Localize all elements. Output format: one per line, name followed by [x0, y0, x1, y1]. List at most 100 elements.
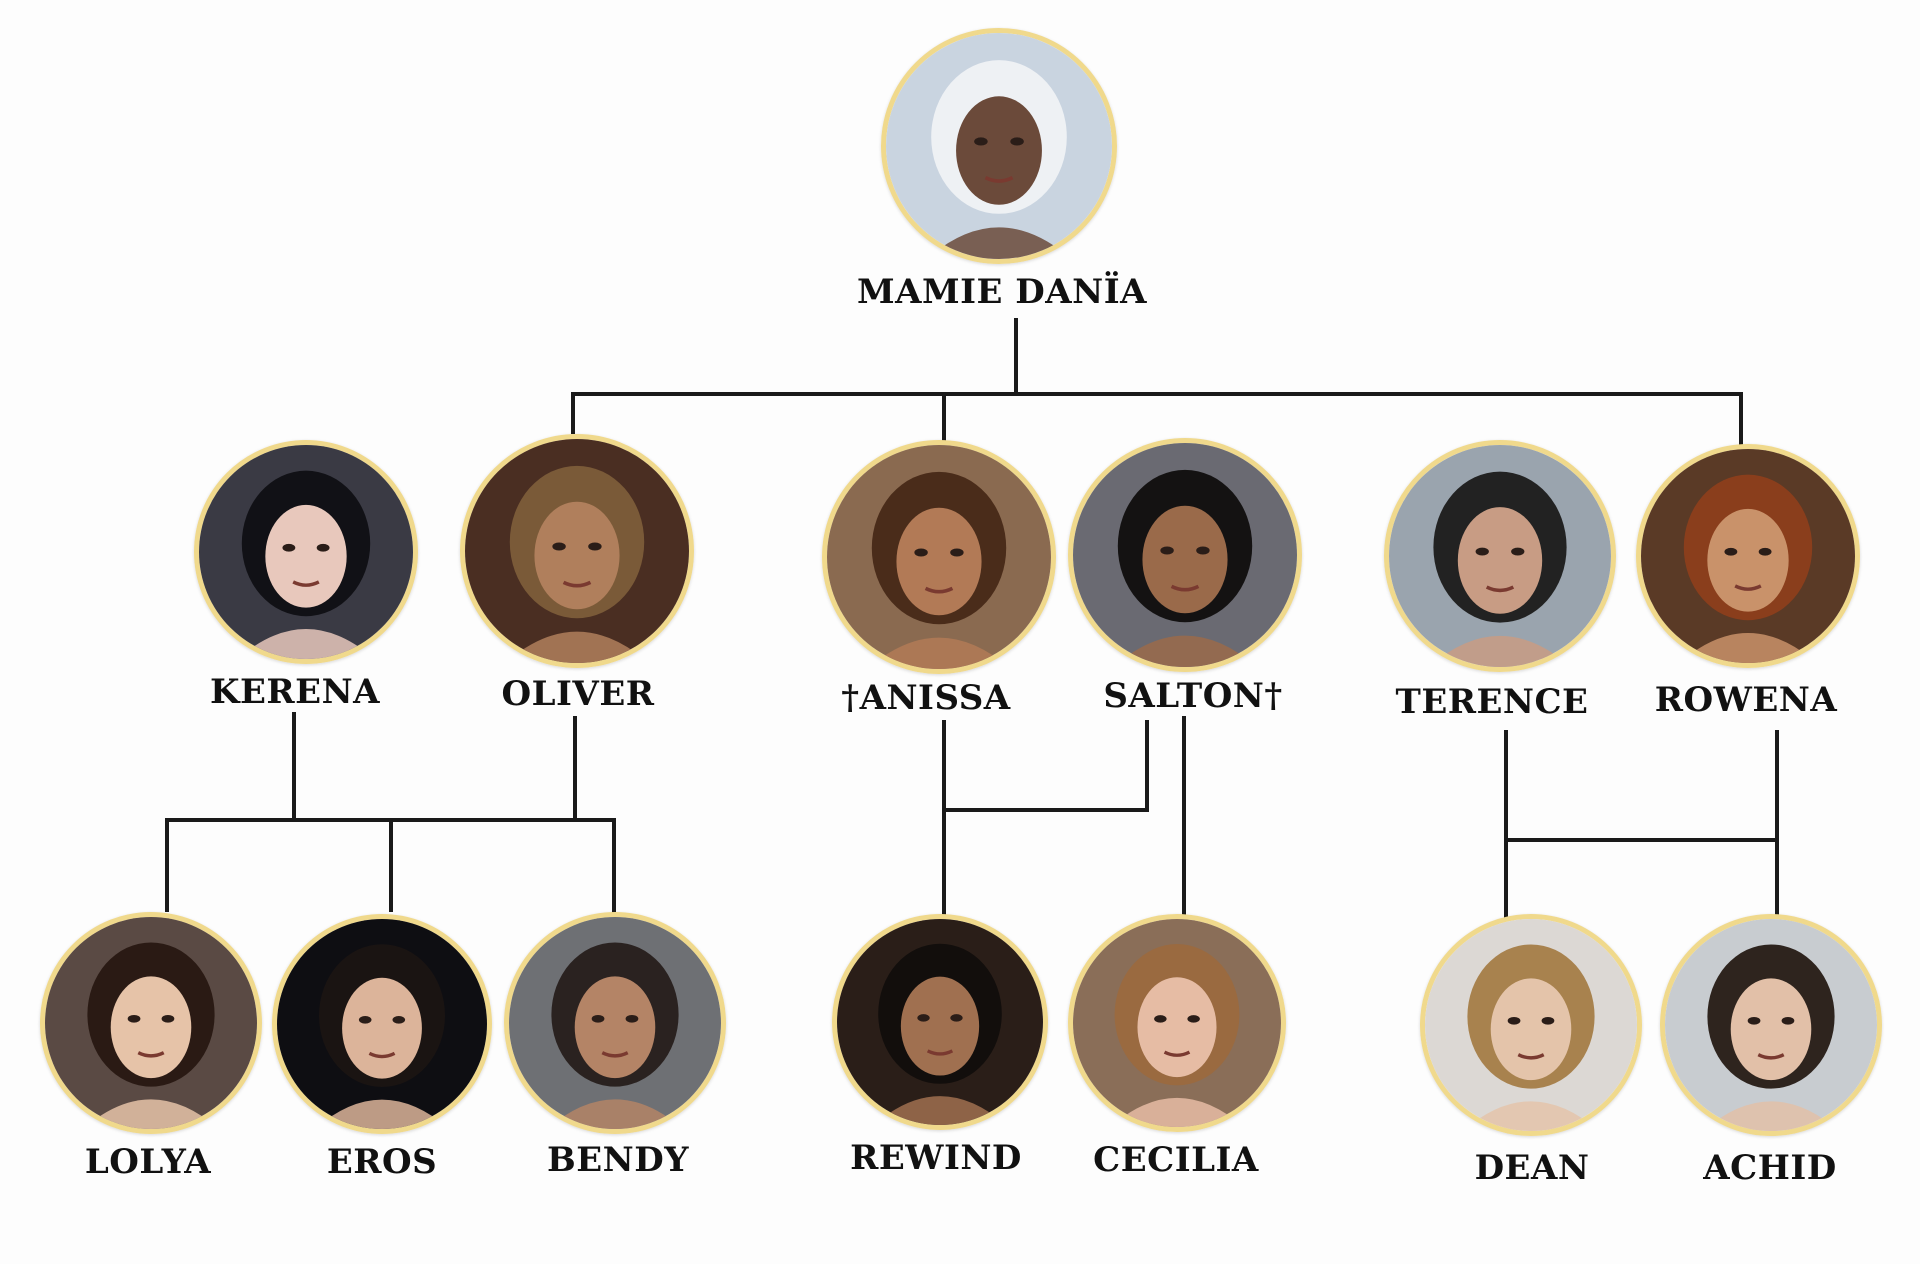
left-eye [1747, 1016, 1761, 1025]
right-eye [316, 543, 330, 552]
shoulders-shape [874, 1096, 1006, 1125]
shoulders-shape [926, 227, 1072, 259]
right-eye [1511, 547, 1525, 556]
right-eye [1758, 547, 1772, 556]
face-shape [1707, 508, 1789, 612]
left-eye [552, 542, 566, 551]
left-eye [282, 543, 296, 552]
name-oliver: OLIVER [501, 674, 655, 714]
shoulders-shape [1113, 635, 1257, 667]
face-shape [1142, 505, 1228, 614]
mouth-shape [1163, 1050, 1191, 1057]
shoulders-shape [547, 1099, 683, 1129]
right-eye [625, 1014, 639, 1023]
left-eye [1160, 546, 1174, 555]
right-eye [1187, 1015, 1200, 1023]
mouth-shape [1734, 584, 1762, 591]
portrait-dean [1420, 914, 1642, 1136]
right-eye [950, 1014, 963, 1022]
portrait-kerena [194, 440, 418, 664]
face-shape [1137, 977, 1217, 1078]
name-salton: SALTON† [1103, 676, 1283, 716]
mouth-shape [1170, 584, 1200, 592]
face-shape [1490, 978, 1572, 1081]
left-eye [974, 137, 988, 146]
right-eye [588, 542, 602, 551]
mouth-shape [562, 580, 592, 588]
portrait-achid [1660, 914, 1882, 1136]
shoulders-shape [1428, 635, 1572, 667]
deceased-mark: † [1264, 676, 1283, 716]
left-eye [914, 548, 928, 557]
name-mamie-dania: MAMIE DANÏA [856, 272, 1148, 312]
shoulders-shape [867, 637, 1011, 669]
portrait-eros [272, 914, 492, 1134]
shoulders-shape [1703, 1101, 1839, 1131]
shoulders-shape [1679, 633, 1817, 663]
left-eye [1507, 1016, 1521, 1025]
name-achid: ACHID [1703, 1148, 1837, 1188]
name-terence: TERENCE [1395, 682, 1589, 722]
mouth-shape [368, 1051, 396, 1059]
left-eye [1724, 547, 1738, 556]
name-lolya: LOLYA [84, 1142, 212, 1182]
right-eye [161, 1014, 175, 1023]
name-bendy: BENDY [547, 1140, 689, 1180]
deceased-mark: † [841, 678, 860, 718]
name-kerena: KERENA [209, 672, 381, 712]
right-eye [1781, 1016, 1795, 1025]
shoulders-shape [237, 629, 375, 659]
mouth-shape [601, 1051, 629, 1058]
face-shape [265, 504, 347, 608]
mouth-shape [926, 1049, 954, 1056]
shoulders-shape [1463, 1101, 1599, 1131]
face-shape [896, 507, 982, 616]
name-cecilia: CECILIA [1093, 1140, 1259, 1180]
name-rewind: REWIND [850, 1138, 1022, 1178]
portrait-bendy [504, 912, 726, 1134]
mouth-shape [1517, 1053, 1545, 1060]
shoulders-shape [505, 631, 649, 663]
shoulders-shape [83, 1099, 219, 1129]
mouth-shape [292, 580, 320, 587]
name-rowena: ROWENA [1654, 680, 1838, 720]
portrait-rowena [1636, 444, 1860, 668]
portrait-oliver [460, 434, 694, 668]
shoulders-shape [314, 1099, 450, 1129]
name-anissa: †ANISSA [841, 678, 1011, 718]
mouth-shape [1757, 1053, 1785, 1060]
mouth-shape [137, 1051, 165, 1058]
face-shape [574, 976, 656, 1079]
right-eye [1010, 137, 1024, 146]
mouth-shape [924, 586, 954, 594]
shoulders-shape [1110, 1097, 1244, 1127]
mouth-shape [984, 175, 1014, 183]
portrait-rewind [832, 914, 1048, 1130]
portrait-mamie-dania [881, 28, 1117, 264]
left-eye [1154, 1015, 1167, 1023]
face-shape [900, 976, 980, 1076]
name-eros: EROS [326, 1142, 438, 1182]
face-shape [342, 977, 422, 1079]
right-eye [950, 548, 964, 557]
face-shape [1457, 507, 1543, 614]
right-eye [1196, 546, 1210, 555]
portrait-anissa [822, 440, 1056, 674]
name-dean: DEAN [1474, 1148, 1590, 1188]
portrait-lolya [40, 912, 262, 1134]
right-eye [392, 1016, 406, 1024]
portrait-cecilia [1068, 914, 1286, 1132]
right-eye [1541, 1016, 1555, 1025]
left-eye [358, 1016, 372, 1024]
portrait-terence [1384, 440, 1616, 672]
left-eye [127, 1014, 141, 1023]
mouth-shape [1485, 585, 1515, 593]
left-eye [1475, 547, 1489, 556]
face-shape [110, 976, 192, 1079]
left-eye [591, 1014, 605, 1023]
face-shape [1730, 978, 1812, 1081]
face-shape [534, 501, 620, 610]
face-shape [956, 96, 1042, 205]
